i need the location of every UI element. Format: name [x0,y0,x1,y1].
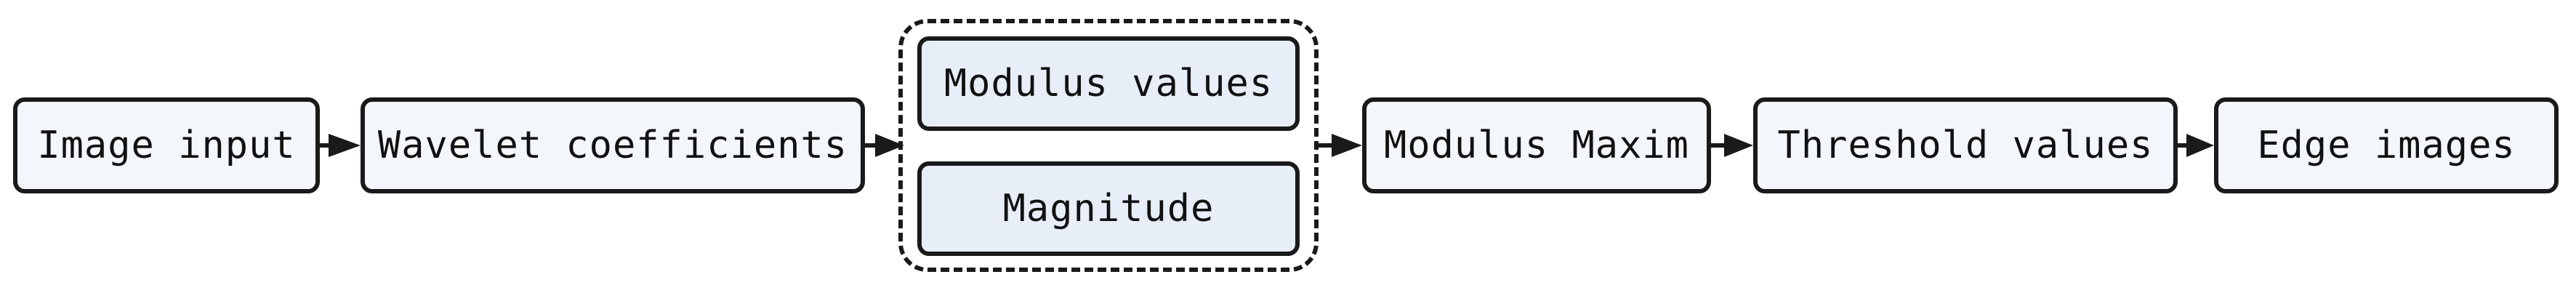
node-magnitude: Magnitude [917,161,1300,256]
node-modulus-maxim-label: Modulus Maxim [1384,124,1689,167]
arrowhead-image-to-wavelet [329,134,361,157]
arrowhead-wavelet-to-group [875,134,904,157]
node-edge-images-label: Edge images [2257,124,2516,167]
node-threshold-values: Threshold values [1753,97,2178,193]
arrowhead-threshold-to-edge [2186,134,2214,157]
node-magnitude-label: Magnitude [1002,187,1215,230]
node-wavelet-coefficients-label: Wavelet coefficients [377,124,848,167]
node-wavelet-coefficients: Wavelet coefficients [361,97,865,193]
node-image-input-label: Image input [37,124,296,167]
modulus-group [898,19,1319,272]
node-threshold-values-label: Threshold values [1777,124,2154,167]
node-modulus-maxim: Modulus Maxim [1362,97,1711,193]
arrowhead-maxim-to-threshold [1724,134,1753,157]
node-edge-images: Edge images [2214,97,2559,193]
arrowhead-group-to-maxim [1332,134,1362,157]
node-modulus-values-label: Modulus values [943,62,1273,105]
node-modulus-values: Modulus values [917,36,1300,131]
node-image-input: Image input [13,97,320,193]
